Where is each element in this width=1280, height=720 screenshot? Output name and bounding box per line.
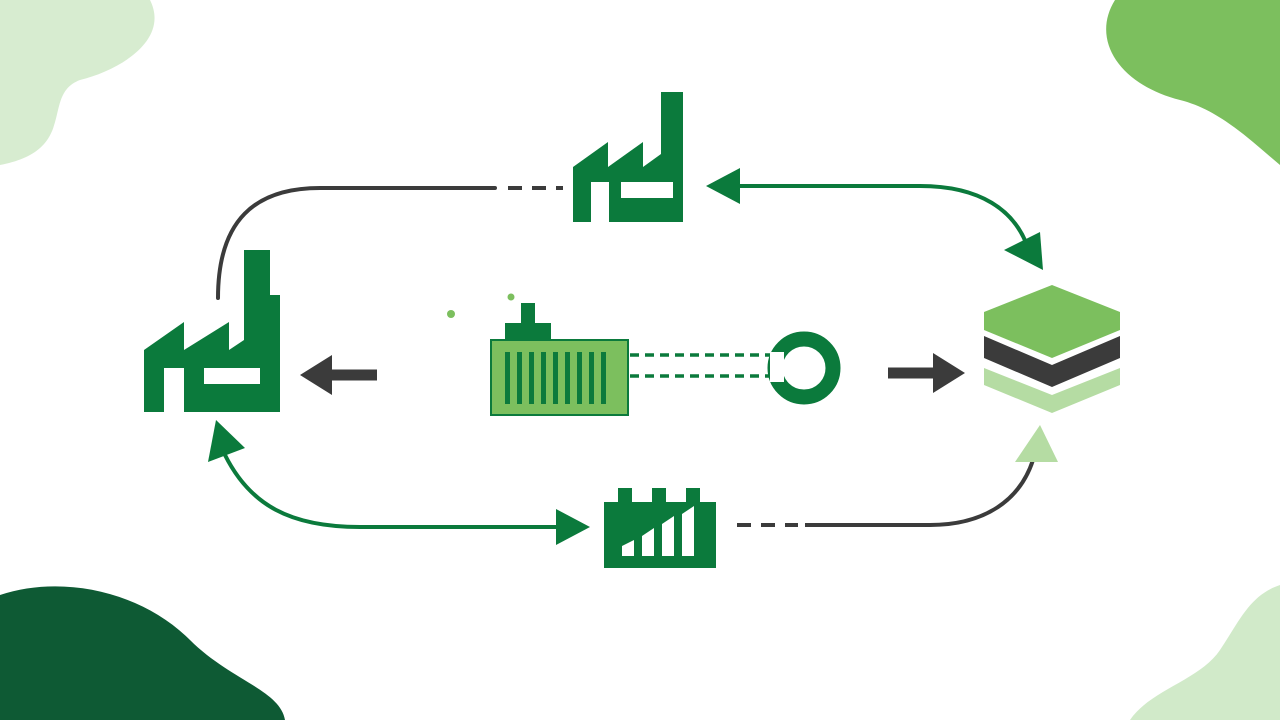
corner-blob-top-right — [1106, 0, 1280, 165]
decor-dot-1 — [447, 310, 455, 318]
edge-chart-to-stack-solid — [805, 459, 1035, 527]
arrow-ring-to-stack — [888, 353, 965, 393]
container-icon — [490, 303, 629, 416]
arrow-head-stack-top — [1004, 232, 1043, 270]
corner-blob-bottom-left — [0, 586, 285, 720]
decor-dot-2 — [507, 293, 515, 301]
factory-icon — [573, 92, 683, 222]
edge-left-to-chart — [223, 454, 560, 529]
arrow-head-stack-bottom — [1015, 425, 1058, 462]
ring-icon — [767, 331, 841, 405]
edge-left-to-top-solid — [216, 186, 497, 300]
stack-layers-icon — [984, 285, 1120, 413]
arrow-container-to-factory — [300, 355, 377, 395]
factory-icon — [144, 250, 280, 412]
corner-blob-top-left — [0, 0, 155, 165]
arrow-head-factory-left — [208, 420, 245, 462]
arrow-head-top-factory — [706, 168, 740, 204]
edge-top-to-stack — [738, 184, 1030, 249]
edge-container-to-ring — [630, 353, 772, 378]
corner-blob-bottom-right — [1130, 585, 1280, 720]
bar-chart-icon — [604, 488, 716, 568]
arrow-head-chart — [556, 509, 590, 545]
